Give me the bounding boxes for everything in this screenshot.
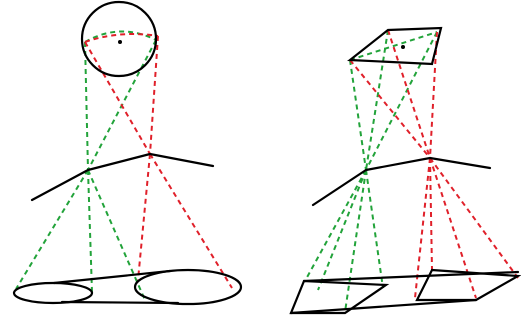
right-green-ray-8 xyxy=(317,169,367,291)
right-base-bottom-edge xyxy=(289,298,478,315)
right-red-ray-3 xyxy=(349,59,431,159)
right-red-rays xyxy=(349,29,519,299)
left-circle-center-dot xyxy=(118,40,122,44)
left-red-ray-1 xyxy=(149,35,159,155)
left-green-ray-5 xyxy=(87,169,93,293)
left-circle xyxy=(80,0,158,78)
left-red-arc xyxy=(84,33,159,43)
right-green-ray-1 xyxy=(349,31,438,61)
left-base-top-edge xyxy=(52,269,172,285)
right-green-ray-5 xyxy=(304,169,367,282)
right-green-ray-7 xyxy=(365,169,384,289)
left-red-ray-2 xyxy=(84,41,151,155)
right-red-ray-1 xyxy=(387,29,431,159)
left-base-bottom-edge xyxy=(60,300,180,305)
right-green-ray-3 xyxy=(365,31,438,171)
right-quadrilateral xyxy=(347,26,443,66)
left-green-ray-3 xyxy=(15,169,89,290)
left-red-ray-4 xyxy=(149,153,233,289)
left-green-ray-1 xyxy=(84,41,89,171)
right-base-quad-right xyxy=(415,268,521,302)
right-ridge-line xyxy=(311,156,492,207)
left-base-ellipse-small xyxy=(12,281,94,305)
left-green-ray-4 xyxy=(87,169,146,301)
right-red-ray-7 xyxy=(429,157,519,279)
left-ridge-line xyxy=(30,152,215,202)
right-green-rays xyxy=(304,29,438,313)
right-green-ray-2 xyxy=(349,59,367,171)
right-base-quad-left xyxy=(289,279,390,315)
right-quadrilateral-center-dot xyxy=(401,45,405,49)
right-red-ray-6 xyxy=(429,157,477,299)
left-red-rays xyxy=(84,33,233,289)
left-base-ellipse-large xyxy=(133,268,243,306)
left-red-ray-3 xyxy=(137,153,151,281)
right-green-ray-6 xyxy=(344,169,367,313)
left-green-arc xyxy=(84,30,157,43)
right-red-ray-5 xyxy=(429,157,433,271)
right-red-ray-4 xyxy=(414,157,431,299)
right-panel xyxy=(289,26,521,315)
right-green-ray-4 xyxy=(365,29,389,171)
left-panel xyxy=(12,0,243,306)
